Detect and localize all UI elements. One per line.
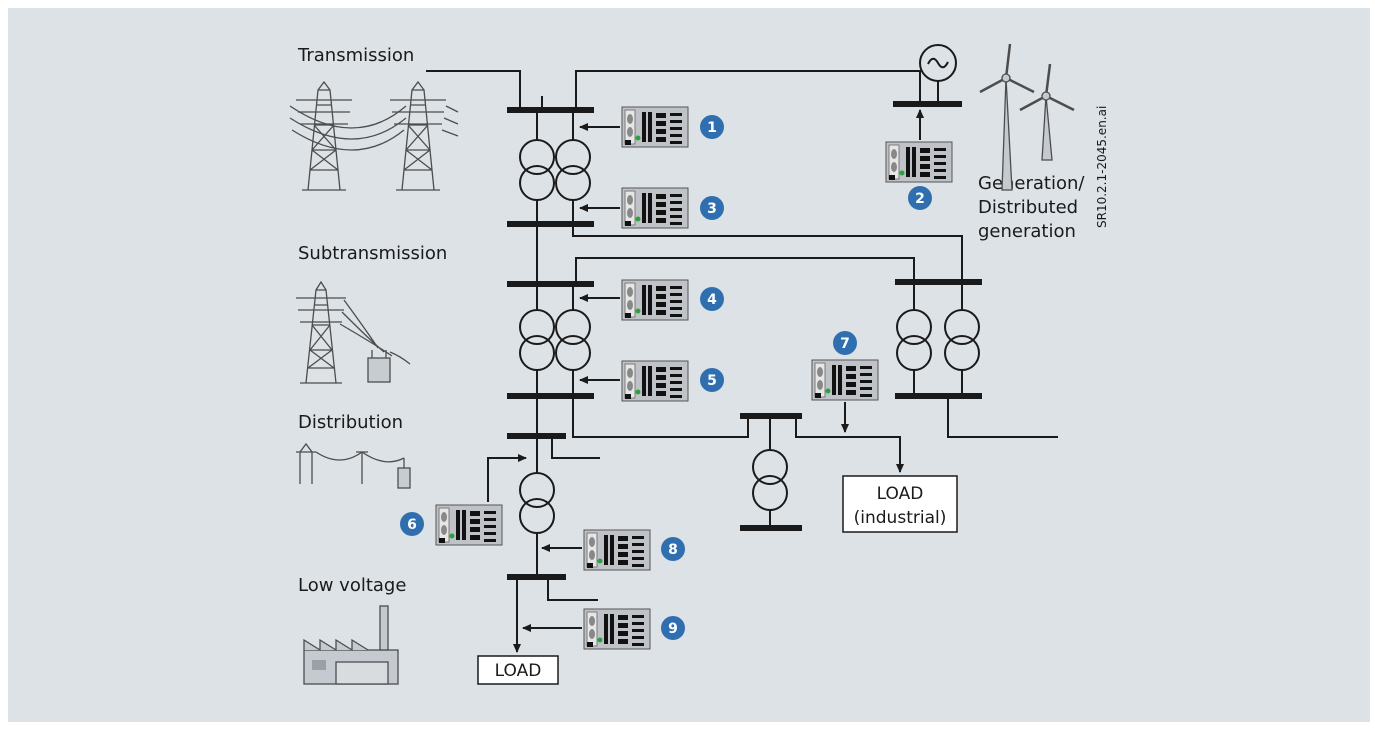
relay-device-3: 3 <box>621 187 724 229</box>
file-id-label: SR10.2.1-2045.en.ai <box>1095 106 1109 228</box>
relay-badge-3: 3 <box>707 201 717 217</box>
relay-device-6: 6 <box>400 504 503 546</box>
load-label: LOAD <box>495 661 542 681</box>
load-box: LOAD <box>477 655 559 685</box>
generation-label-2: Distributed <box>978 197 1078 218</box>
diagram-background <box>8 8 1370 722</box>
relay-badge-1: 1 <box>707 120 717 136</box>
subtransmission-tower-icon <box>296 280 411 384</box>
low-voltage-label: Low voltage <box>298 575 406 596</box>
load-industrial-box: LOAD (industrial) <box>842 475 958 533</box>
relay-device-9: 9 <box>583 608 685 650</box>
generator-icon <box>919 44 957 82</box>
transmission-tower-icon <box>289 80 459 191</box>
relay-badge-5: 5 <box>707 373 717 389</box>
load-industrial-label-1: LOAD <box>877 484 924 504</box>
relay-badge-7: 7 <box>840 336 850 352</box>
relay-badge-9: 9 <box>668 621 678 637</box>
relay-device-5: 5 <box>621 360 724 402</box>
generation-label-1: Generation/ <box>978 173 1085 194</box>
relay-device-4: 4 <box>621 279 724 321</box>
relay-badge-8: 8 <box>668 542 678 558</box>
distribution-label: Distribution <box>298 412 403 433</box>
single-line-wiring <box>426 70 1058 653</box>
generation-label-3: generation <box>978 221 1076 242</box>
relay-badge-2: 2 <box>915 191 925 207</box>
relay-device-2: 2 <box>885 141 953 210</box>
wind-turbine-icon <box>979 43 1075 191</box>
distribution-line-icon <box>296 442 411 489</box>
relay-device-8: 8 <box>583 529 685 571</box>
relay-badge-4: 4 <box>707 292 717 308</box>
transmission-label: Transmission <box>297 45 414 66</box>
relay-device-1: 1 <box>621 106 724 148</box>
load-industrial-label-2: (industrial) <box>854 508 947 528</box>
subtransmission-label: Subtransmission <box>298 243 447 264</box>
relay-device-7: 7 <box>811 331 879 401</box>
factory-icon <box>303 605 399 685</box>
relay-badge-6: 6 <box>407 517 417 533</box>
